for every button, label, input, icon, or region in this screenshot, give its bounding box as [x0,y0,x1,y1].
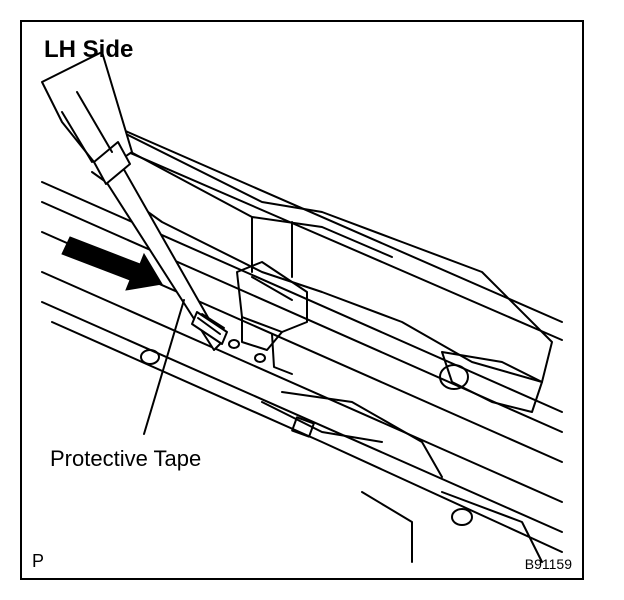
clip [236,261,308,375]
illustration [41,51,563,563]
direction-arrow-icon [61,236,163,291]
callout-leader-line [143,299,185,435]
panel-holes [140,339,473,526]
page-code: P [32,551,45,571]
diagram-title: LH Side [44,36,134,63]
protective-tape [191,311,228,345]
bracket [439,351,543,413]
figure-id: B91159 [524,556,572,572]
diagram-frame: LH Side Protective Tape P B91159 [20,20,584,580]
lower-structure [261,391,543,563]
callout-label: Protective Tape [50,446,202,471]
screwdriver-icon [41,51,223,351]
